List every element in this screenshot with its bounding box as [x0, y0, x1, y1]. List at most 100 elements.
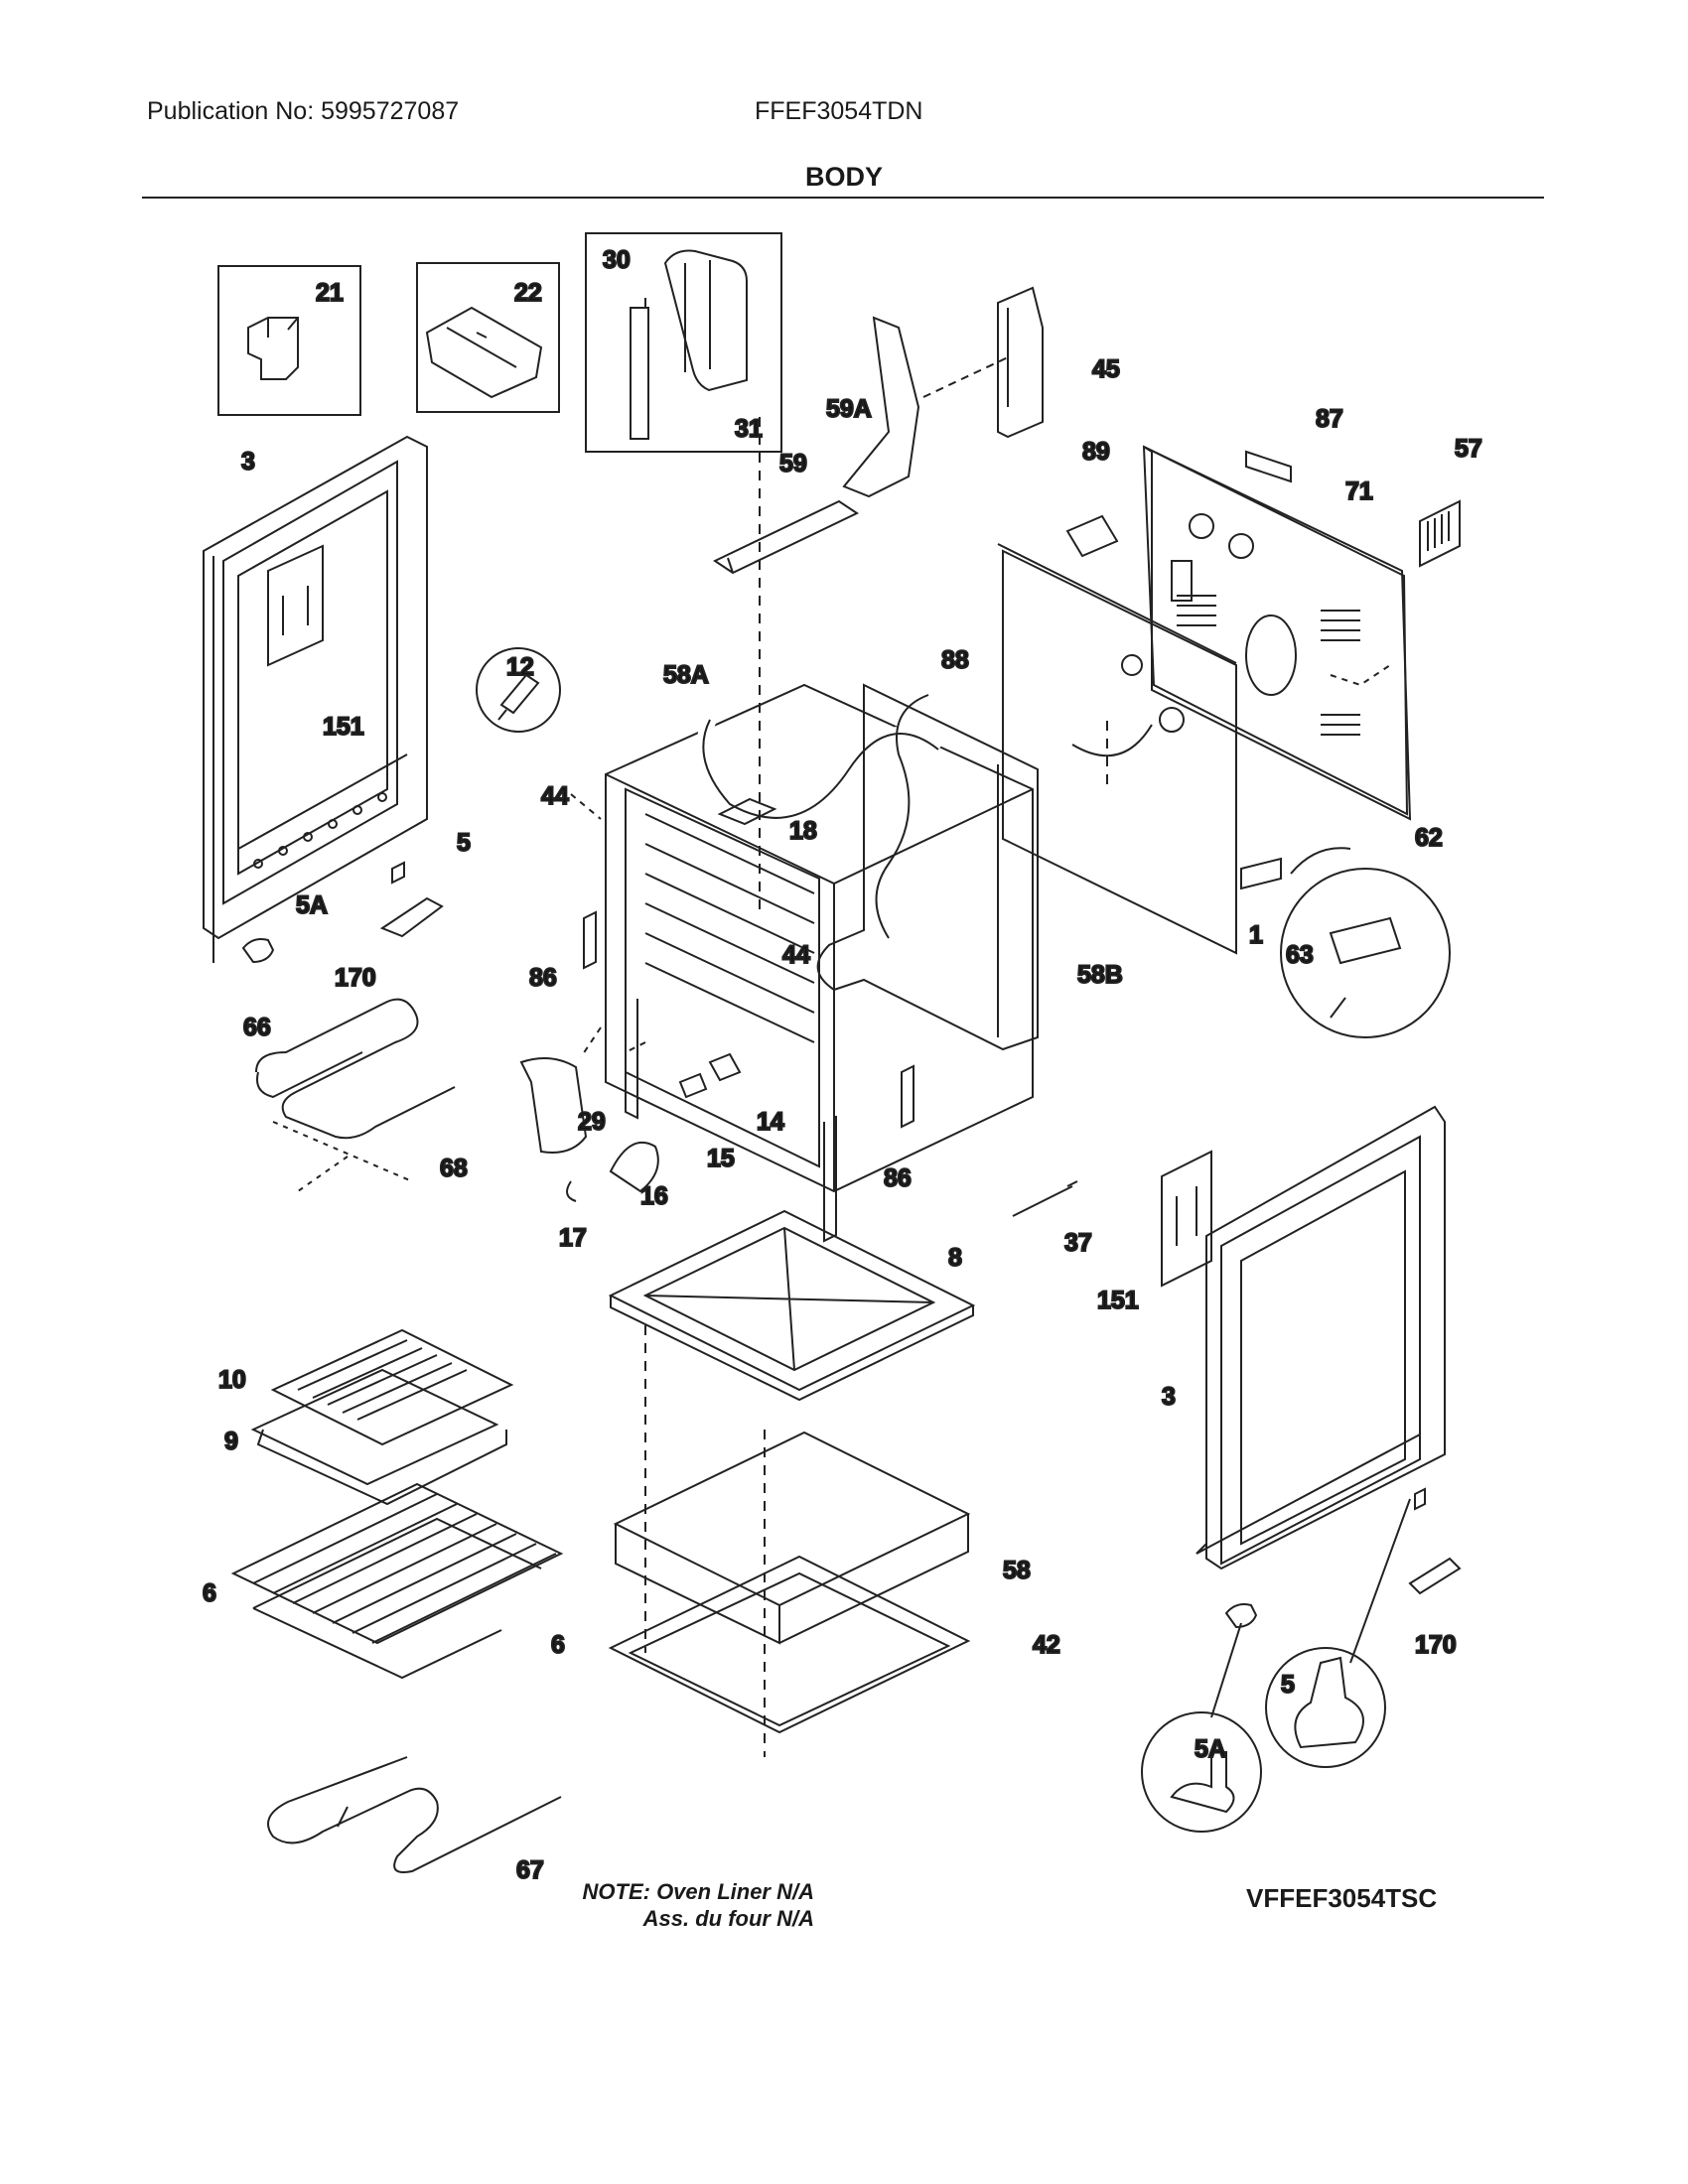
bracket-18: [717, 797, 777, 826]
label-6-right: 6: [551, 1631, 565, 1659]
label-15: 15: [707, 1145, 735, 1172]
label-44-b: 44: [782, 941, 810, 969]
footer-code: VFFEF3054TSC: [1246, 1883, 1438, 1913]
label-151-right: 151: [1097, 1287, 1139, 1314]
label-86-b: 86: [884, 1164, 912, 1192]
label-170-right: 170: [1415, 1631, 1457, 1659]
label-71: 71: [1345, 478, 1373, 505]
label-14: 14: [757, 1108, 784, 1136]
label-3-left: 3: [241, 448, 255, 476]
label-10: 10: [218, 1366, 246, 1394]
note-line-2: Ass. du four N/A: [642, 1906, 814, 1931]
label-58a: 58A: [663, 661, 709, 689]
label-30: 30: [603, 246, 631, 274]
label-31: 31: [735, 415, 763, 443]
broil-element-66: [255, 998, 456, 1140]
part-labels: 21 22 30 31 45 59A 59 87 89 57 71 3 151 …: [202, 245, 1483, 1885]
label-3-right: 3: [1162, 1383, 1176, 1411]
model-number: FFEF3054TDN: [755, 97, 923, 125]
bracket-86-b: [901, 1064, 914, 1129]
oven-cavity-58a: [605, 683, 1034, 1243]
label-5a-left: 5A: [296, 891, 328, 919]
insulation-58: [613, 1431, 971, 1645]
label-44-a: 44: [541, 782, 569, 810]
label-18: 18: [789, 817, 817, 845]
note-line-1: NOTE: Oven Liner N/A: [582, 1879, 814, 1904]
leader-45: [922, 356, 1009, 398]
label-9: 9: [224, 1428, 238, 1455]
lamp-parts: [519, 1052, 742, 1202]
label-42: 42: [1033, 1631, 1060, 1659]
label-66: 66: [243, 1014, 271, 1041]
vent-duct-59: [712, 499, 860, 575]
header-rule: [142, 197, 1544, 199]
oven-rack-upper: [230, 1482, 564, 1645]
label-45: 45: [1092, 355, 1120, 383]
label-12: 12: [506, 653, 534, 681]
terminal-62: [1240, 847, 1451, 1038]
label-5-left: 5: [457, 829, 471, 857]
label-16: 16: [640, 1182, 668, 1210]
label-8: 8: [948, 1244, 962, 1272]
label-68: 68: [440, 1155, 468, 1182]
label-17: 17: [559, 1224, 587, 1252]
oven-rack-lower: [252, 1517, 542, 1680]
label-89: 89: [1082, 438, 1110, 466]
side-panel-left: [203, 435, 428, 963]
label-29: 29: [578, 1108, 606, 1136]
broil-pan-insert-10: [270, 1328, 514, 1446]
label-170-left: 170: [335, 964, 376, 992]
wire-37: [1012, 1180, 1078, 1217]
label-151-left: 151: [323, 713, 364, 741]
leveling-parts-right: [1141, 1487, 1462, 1833]
label-58b: 58B: [1077, 961, 1123, 989]
vent-part-45: [997, 286, 1044, 439]
label-37: 37: [1064, 1229, 1092, 1257]
label-63: 63: [1286, 941, 1314, 969]
inset-part-21: [217, 265, 361, 416]
label-67: 67: [516, 1856, 544, 1884]
bottom-panel-8: [608, 1209, 976, 1402]
label-87: 87: [1316, 405, 1343, 433]
leader-88: [1330, 664, 1391, 687]
rear-panel-71: [1142, 445, 1412, 821]
section-title: BODY: [804, 162, 883, 192]
leader-lamp: [580, 1026, 646, 1058]
bottom-pan-42: [608, 1555, 971, 1734]
vent-57: [1419, 499, 1461, 568]
inset-part-22: [416, 262, 560, 413]
label-5a-right: 5A: [1195, 1735, 1226, 1763]
bracket-89: [1065, 514, 1119, 558]
inset-part-30-31: [585, 232, 782, 453]
leveling-parts-left: [241, 861, 444, 964]
broil-pan-9: [250, 1368, 507, 1506]
bracket-151-right: [1161, 1150, 1212, 1288]
label-88: 88: [941, 646, 969, 674]
publication-number: Publication No: 5995727087: [147, 97, 460, 125]
bracket-151-left: [267, 544, 324, 667]
rear-panel-1: [997, 543, 1237, 955]
label-6-left: 6: [203, 1579, 216, 1607]
leader-12: [570, 793, 602, 820]
label-57: 57: [1455, 435, 1482, 463]
label-5-right: 5: [1281, 1671, 1295, 1699]
label-59a: 59A: [826, 395, 872, 423]
label-62: 62: [1415, 824, 1443, 852]
label-21: 21: [316, 279, 344, 307]
leader-vertical: [759, 417, 1108, 913]
insulation-58b: [816, 683, 1039, 1051]
label-59: 59: [779, 450, 807, 478]
leader-bottom: [644, 1325, 766, 1757]
side-panel-right: [1196, 1105, 1446, 1570]
label-1: 1: [1249, 921, 1263, 949]
bake-element-67: [267, 1756, 562, 1873]
thermostat-12: [476, 647, 561, 733]
cover-87: [1245, 450, 1292, 483]
broil-wires-68: [272, 1121, 413, 1192]
label-86-a: 86: [529, 964, 557, 992]
bracket-86-a: [583, 910, 597, 970]
label-58: 58: [1003, 1557, 1031, 1584]
vent-duct-59a: [842, 316, 920, 498]
label-22: 22: [514, 279, 542, 307]
